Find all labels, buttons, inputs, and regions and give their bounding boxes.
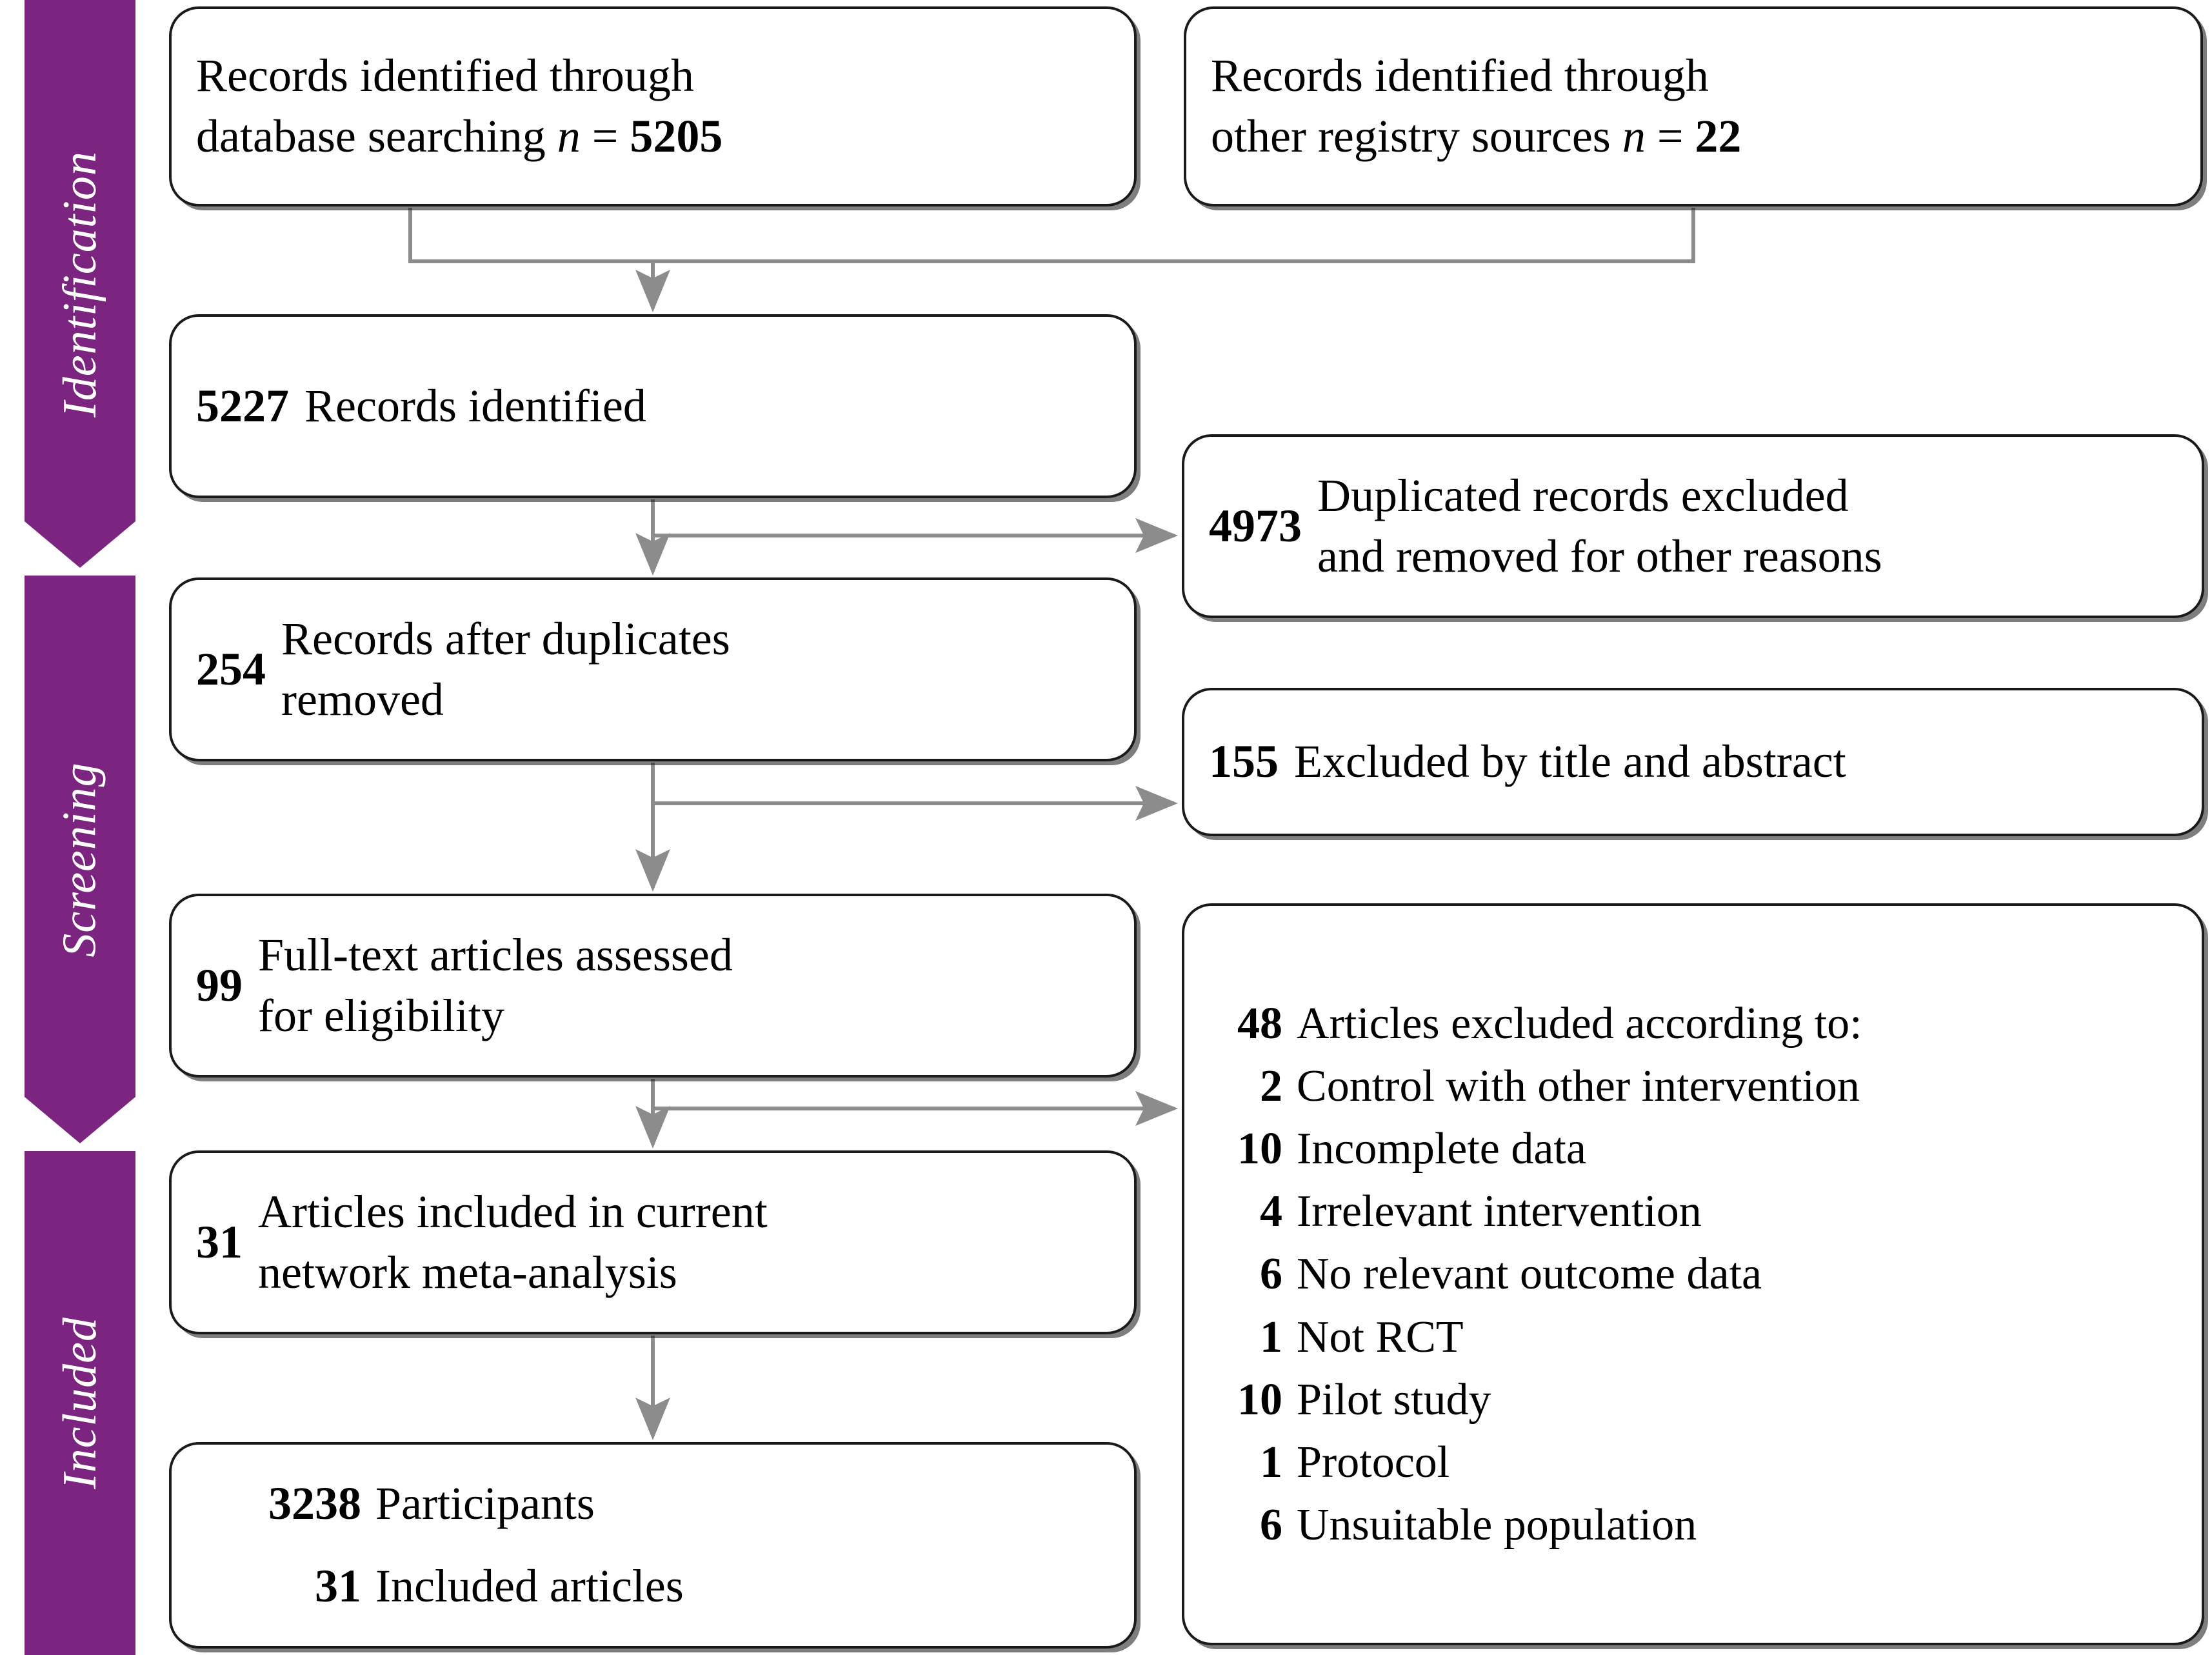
included-nma-line2: network meta-analysis [258, 1246, 677, 1298]
list-item: 10 Incomplete data [1206, 1123, 2180, 1175]
fulltext-line2: for eligibility [258, 989, 504, 1041]
box-duplicates-excluded: 4973 Duplicated records excluded and rem… [1182, 434, 2204, 618]
participants-label: Participants [375, 1478, 595, 1530]
box-participants-summary: 3238 Participants 31 Included articles [169, 1442, 1137, 1649]
excl-item-reason: Protocol [1297, 1437, 1450, 1487]
list-item: 1 Not RCT [1206, 1311, 2180, 1363]
box-articles-excluded-reasons: 48 Articles excluded according to: 2 Con… [1182, 903, 2204, 1645]
dup-excluded-line2: and removed for other reasons [1317, 530, 1882, 582]
participants-row: 3238 Participants [208, 1474, 1110, 1534]
db-search-equals: = [580, 110, 630, 162]
dup-excluded-row: 4973 Duplicated records excluded and rem… [1209, 466, 2177, 587]
box-fulltext-assessed: 99 Full-text articles assessed for eligi… [169, 894, 1137, 1078]
included-nma-count: 31 [196, 1216, 243, 1268]
box-included-nma-content: 31 Articles included in current network … [172, 1182, 1134, 1303]
excl-item-count: 10 [1237, 1124, 1282, 1174]
list-item: 6 No relevant outcome data [1206, 1248, 2180, 1300]
excl-item-count: 1 [1260, 1437, 1282, 1487]
excl-item-count: 6 [1260, 1500, 1282, 1550]
box-excluded-title-abstract: 155 Excluded by title and abstract [1182, 688, 2204, 836]
included-nma-row: 31 Articles included in current network … [196, 1182, 1110, 1303]
list-item: 4 Irrelevant intervention [1206, 1185, 2180, 1238]
stage-banner: Identification Screening Included [25, 0, 135, 1655]
registry-n-symbol: n [1622, 110, 1646, 162]
included-articles-label: Included articles [375, 1560, 684, 1612]
box-fulltext-content: 99 Full-text articles assessed for eligi… [172, 925, 1134, 1046]
excl-item-reason: Control with other intervention [1297, 1061, 1860, 1111]
after-dup-count: 254 [196, 643, 266, 695]
box-excl-title-content: 155 Excluded by title and abstract [1184, 732, 2202, 792]
included-nma-line1: Articles included in current [258, 1185, 768, 1238]
excl-item-reason: No relevant outcome data [1297, 1249, 1762, 1299]
list-item: 6 Unsuitable population [1206, 1499, 2180, 1551]
box-records-id-content: 5227 Records identified [172, 376, 1134, 437]
stage-screening: Screening [25, 576, 135, 1143]
stage-identification-label: Identification [53, 150, 106, 417]
fulltext-count: 99 [196, 959, 243, 1011]
box-after-dup-content: 254 Records after duplicates removed [172, 609, 1134, 730]
after-dup-line2: removed [281, 673, 444, 725]
box-registry-content: Records identified through other registr… [1186, 46, 2200, 166]
merge-bracket [408, 208, 1695, 263]
db-search-line2: database searching n = 5205 [196, 106, 1110, 167]
records-id-row: 5227 Records identified [196, 376, 1110, 437]
stage-included-label: Included [53, 1317, 106, 1489]
list-item: 2 Control with other intervention [1206, 1060, 2180, 1112]
db-search-line1: Records identified through [196, 50, 694, 102]
excl-list-header: 48 Articles excluded according to: [1206, 998, 2180, 1050]
stage-screening-label: Screening [53, 761, 106, 958]
stage-included: Included [25, 1151, 135, 1655]
records-id-label: Records identified [304, 379, 646, 432]
db-search-n-symbol: n [557, 110, 581, 162]
after-dup-label: Records after duplicates removed [281, 609, 1110, 730]
after-dup-line1: Records after duplicates [281, 612, 730, 665]
dup-excluded-line1: Duplicated records excluded [1317, 469, 1849, 521]
excl-item-reason: Pilot study [1297, 1374, 1491, 1425]
participants-count: 3238 [268, 1478, 361, 1530]
stage-identification: Identification [25, 0, 135, 568]
included-articles-row: 31 Included articles [208, 1556, 1110, 1617]
registry-equals: = [1645, 110, 1695, 162]
box-records-identified-database: Records identified through database sear… [169, 6, 1137, 206]
db-search-count: 5205 [630, 110, 723, 162]
box-records-identified-total: 5227 Records identified [169, 314, 1137, 498]
fulltext-row: 99 Full-text articles assessed for eligi… [196, 925, 1110, 1046]
registry-line1: Records identified through [1211, 50, 1709, 102]
fulltext-label: Full-text articles assessed for eligibil… [258, 925, 1110, 1046]
registry-count: 22 [1695, 110, 1742, 162]
registry-prefix: other registry sources [1211, 110, 1622, 162]
excl-list-header-text: Articles excluded according to: [1297, 998, 1862, 1048]
excl-item-count: 10 [1237, 1374, 1282, 1425]
excl-item-count: 6 [1260, 1249, 1282, 1299]
fulltext-line1: Full-text articles assessed [258, 928, 733, 981]
list-item: 10 Pilot study [1206, 1374, 2180, 1426]
excl-title-row: 155 Excluded by title and abstract [1209, 732, 2177, 792]
excl-title-label: Excluded by title and abstract [1294, 736, 1846, 788]
dup-excluded-label: Duplicated records excluded and removed … [1317, 466, 2177, 587]
excl-item-reason: Not RCT [1297, 1312, 1464, 1362]
excl-item-reason: Irrelevant intervention [1297, 1187, 1702, 1237]
box-dup-excluded-content: 4973 Duplicated records excluded and rem… [1184, 466, 2202, 587]
box-records-after-duplicates: 254 Records after duplicates removed [169, 577, 1137, 761]
excl-list-total: 48 [1237, 998, 1282, 1048]
records-id-count: 5227 [196, 379, 289, 432]
list-item: 1 Protocol [1206, 1436, 2180, 1489]
dup-excluded-count: 4973 [1209, 499, 1302, 552]
included-articles-count: 31 [315, 1560, 361, 1612]
box-participants-content: 3238 Participants 31 Included articles [172, 1474, 1134, 1616]
included-nma-label: Articles included in current network met… [258, 1182, 1110, 1303]
excl-item-count: 4 [1260, 1187, 1282, 1237]
box-db-search-content: Records identified through database sear… [172, 46, 1134, 166]
box-records-identified-registry: Records identified through other registr… [1184, 6, 2203, 206]
after-dup-row: 254 Records after duplicates removed [196, 609, 1110, 730]
db-search-prefix: database searching [196, 110, 557, 162]
excl-item-reason: Incomplete data [1297, 1124, 1586, 1174]
excl-item-count: 1 [1260, 1312, 1282, 1362]
box-articles-included-nma: 31 Articles included in current network … [169, 1150, 1137, 1334]
box-excl-list-content: 48 Articles excluded according to: 2 Con… [1184, 998, 2202, 1552]
excl-title-count: 155 [1209, 736, 1279, 788]
excl-item-reason: Unsuitable population [1297, 1500, 1697, 1550]
excl-item-count: 2 [1260, 1061, 1282, 1111]
registry-line2: other registry sources n = 22 [1211, 106, 2176, 167]
